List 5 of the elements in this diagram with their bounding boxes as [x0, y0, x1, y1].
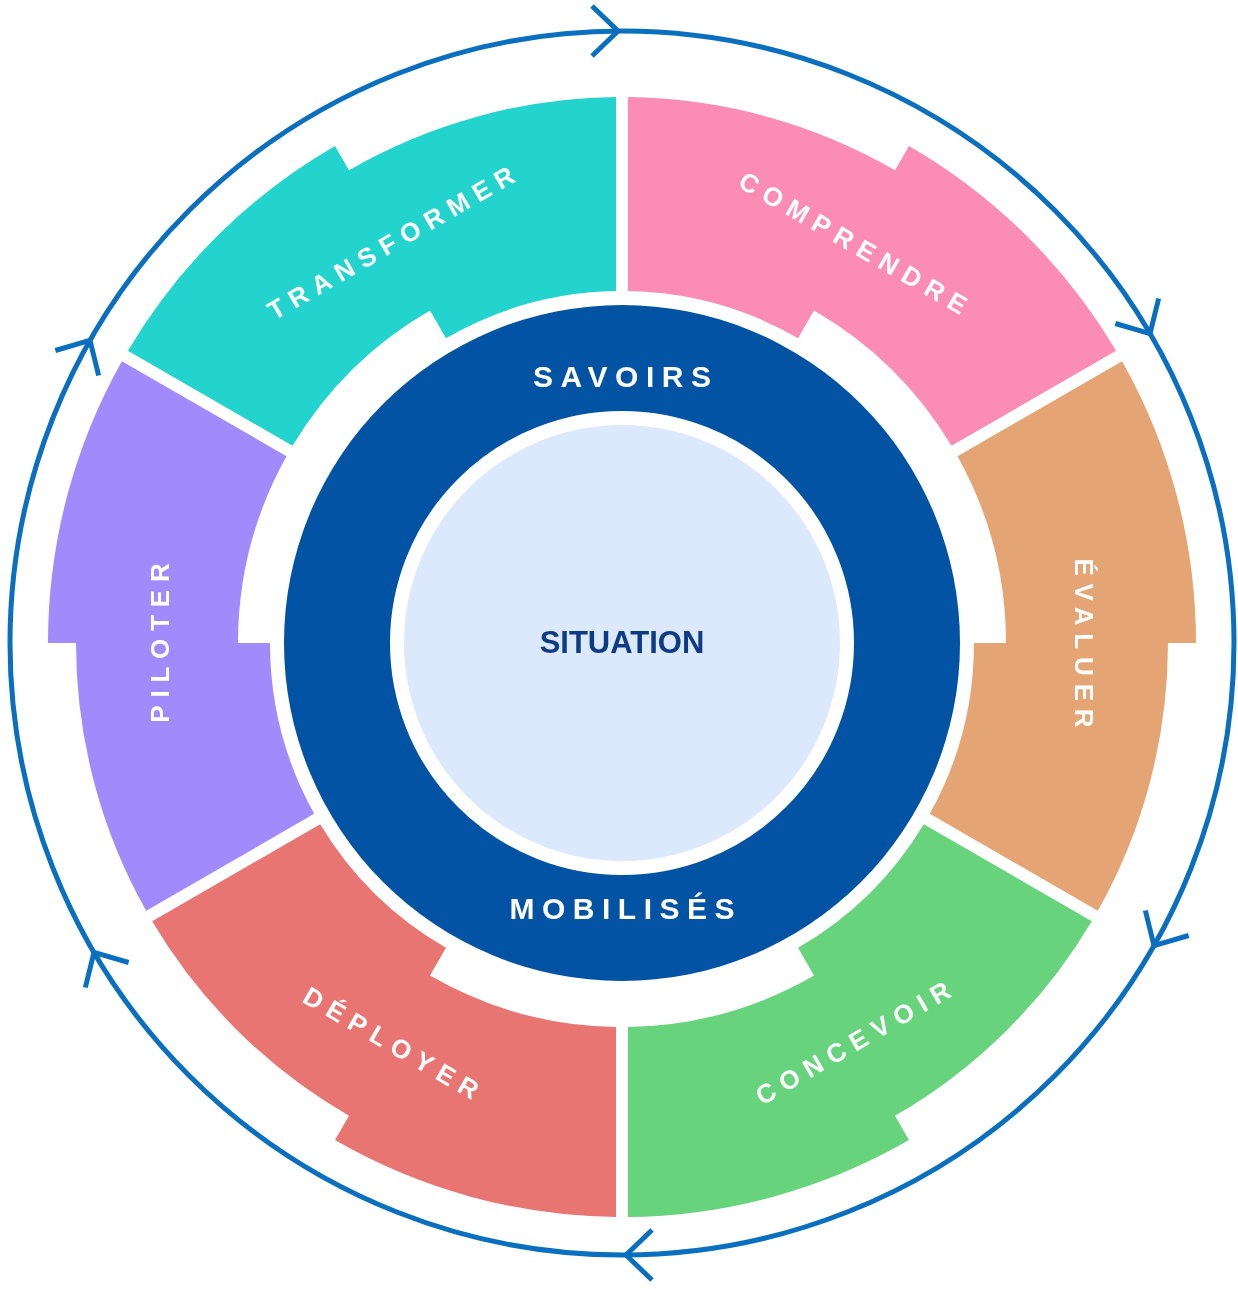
- segment-label: ÉVALUER: [1071, 557, 1097, 736]
- ring-label: MOBILISÉS: [508, 894, 742, 924]
- segment-label: PILOTER: [147, 555, 173, 725]
- ring-label: SAVOIRS: [532, 362, 719, 392]
- center-label: SITUATION: [539, 623, 705, 662]
